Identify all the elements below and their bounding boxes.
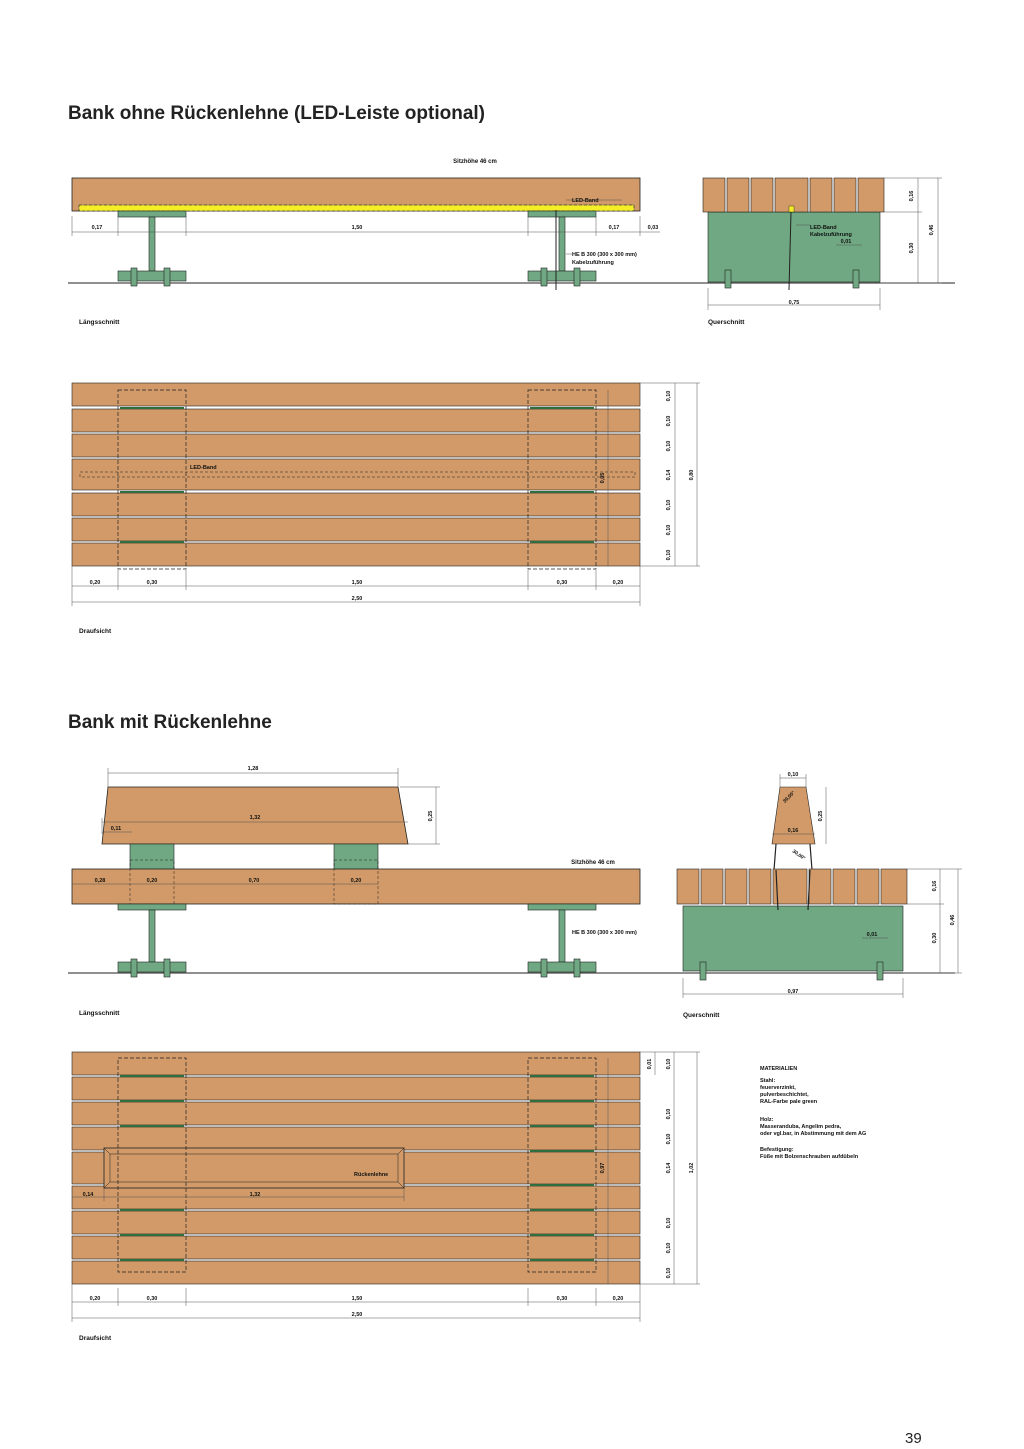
- s2-plan-dim-132: 1,32: [250, 1192, 261, 1198]
- s2-cross-dim-010: 0,10: [788, 772, 799, 778]
- s2-dim-020-a: 0,20: [147, 878, 158, 884]
- s2-cross-dim-025: 0,25: [818, 811, 824, 822]
- s1-cable-label: Kabelzuführung: [572, 260, 614, 266]
- s2-cross-dim-097: 0,97: [788, 989, 799, 995]
- s2-dim-011: 0,11: [111, 826, 121, 832]
- s2-cross-section: [676, 774, 962, 998]
- s2-beam-label: HE B 300 (300 x 300 mm): [572, 930, 637, 936]
- s1-plan-dim-b5: 0,20: [613, 580, 624, 586]
- s2-seat-height: Sitzhöhe 46 cm: [571, 860, 615, 866]
- s2-dim-020-b: 0,20: [351, 878, 362, 884]
- s1-cross-led-label: LED-Band: [810, 225, 837, 231]
- s1-plan-dim-r6: 0,10: [666, 525, 672, 536]
- s1-cross-label: Querschnitt: [708, 319, 745, 326]
- s1-cross-dim-046: 0,46: [929, 225, 935, 236]
- s2-plan-dim-b5: 0,20: [613, 1296, 624, 1302]
- s2-plan-backrest-label: Rückenlehne: [354, 1172, 388, 1178]
- s2-plan-label: Draufsicht: [79, 1335, 112, 1342]
- s2-dim-070: 0,70: [249, 878, 260, 884]
- s2-plan-dim-b1: 0,20: [90, 1296, 101, 1302]
- s2-cross-dim-016-top: 0,16: [788, 828, 799, 834]
- s1-dim-017-right: 0,17: [609, 225, 620, 231]
- s1-cross-dim-075: 0,75: [789, 300, 800, 306]
- s1-plan-dim-b2: 0,30: [147, 580, 158, 586]
- materials-line-6: Holz:: [760, 1117, 774, 1123]
- materials-heading: MATERIALIEN: [760, 1066, 797, 1072]
- s2-plan-dim-097: 0,97: [600, 1163, 606, 1174]
- s1-plan-label: Draufsicht: [79, 628, 112, 635]
- s1-longitudinal-section: [68, 177, 955, 290]
- s1-cross-dim-030: 0,30: [909, 243, 915, 254]
- s2-plan-dim-r3: 0,10: [666, 1134, 672, 1145]
- s2-plan-dim-b4: 0,30: [557, 1296, 568, 1302]
- section-title-bench-without-backrest: Bank ohne Rückenlehne (LED-Leiste option…: [68, 103, 485, 124]
- s1-cross-cable-label: Kabelzuführung: [810, 232, 852, 238]
- s1-plan-dim-r7: 0,10: [666, 550, 672, 561]
- s1-plan-dim-b3: 1,50: [352, 580, 363, 586]
- s2-cross-dim-016: 0,16: [932, 881, 938, 892]
- s1-cross-dim-001: 0,01: [841, 239, 852, 245]
- s2-plan-dim-014: 0,14: [83, 1192, 95, 1198]
- s1-dim-003: 0,03: [648, 225, 659, 231]
- s2-cross-angle-b: 30,00°: [791, 849, 806, 862]
- materials-line-3: pulverbeschichtet,: [760, 1092, 809, 1098]
- s1-plan-led-label: LED-Band: [190, 465, 217, 471]
- materials-line-7: Masseranduba, Angelim pedra,: [760, 1124, 842, 1130]
- materials-line-2: feuerverzinkt,: [760, 1085, 796, 1091]
- s1-plan-dim-r1: 0,10: [666, 391, 672, 402]
- s2-plan-dim-102: 1,02: [689, 1163, 695, 1174]
- s2-plan-dim-250: 2,50: [352, 1312, 363, 1318]
- s1-plan-view: [71, 382, 700, 606]
- s2-dim-025: 0,25: [428, 811, 434, 822]
- s2-cross-dim-001: 0,01: [867, 932, 878, 938]
- s2-cross-dim-030: 0,30: [932, 933, 938, 944]
- materials-line-10: Befestigung:: [760, 1147, 794, 1153]
- s1-dim-017-left: 0,17: [92, 225, 103, 231]
- s1-long-label: Längsschnitt: [79, 319, 120, 326]
- s2-plan-dim-r6: 0,10: [666, 1243, 672, 1254]
- s2-plan-dim-r5: 0,10: [666, 1218, 672, 1229]
- s2-plan-dim-r4: 0,14: [666, 1162, 672, 1174]
- s2-plan-dim-b3: 1,50: [352, 1296, 363, 1302]
- s1-cross-section: [702, 177, 942, 310]
- s2-plan-view: [71, 1051, 700, 1322]
- section-title-bench-with-backrest: Bank mit Rückenlehne: [68, 712, 272, 733]
- materials-line-1: Stahl:: [760, 1078, 775, 1084]
- s1-plan-dim-r3: 0,10: [666, 441, 672, 452]
- s2-long-label: Längsschnitt: [79, 1010, 120, 1017]
- s2-cross-label: Querschnitt: [683, 1012, 720, 1019]
- s2-plan-dim-b2: 0,30: [147, 1296, 158, 1302]
- s2-plan-dim-r7: 0,10: [666, 1268, 672, 1279]
- s2-dim-128: 1,28: [248, 766, 259, 772]
- s1-plan-dim-005: 0,05: [600, 473, 606, 484]
- s1-cross-dim-016: 0,16: [909, 191, 915, 202]
- s1-led-label: LED-Band: [572, 198, 599, 204]
- s1-beam-label: HE B 300 (300 x 300 mm): [572, 252, 637, 258]
- s1-plan-dim-r5: 0,10: [666, 500, 672, 511]
- materials-line-11: Füße mit Bolzenschrauben aufdübeln: [760, 1154, 859, 1160]
- s2-cross-dim-046: 0,46: [950, 915, 956, 926]
- s2-plan-dim-r1: 0,10: [666, 1059, 672, 1070]
- s1-seat-height: Sitzhöhe 46 cm: [453, 159, 497, 165]
- s2-plan-dim-r2: 0,10: [666, 1109, 672, 1120]
- s1-plan-dim-r4: 0,14: [666, 469, 672, 481]
- page-number: 39: [905, 1430, 922, 1447]
- materials-line-4: RAL-Farbe pale green: [760, 1099, 818, 1105]
- s2-plan-dim-001: 0,01: [647, 1059, 653, 1070]
- materials-line-8: oder vgl.bar, in Abstimmung mit dem AG: [760, 1131, 866, 1137]
- s1-plan-dim-b1: 0,20: [90, 580, 101, 586]
- s1-plan-dim-080: 0,80: [689, 470, 695, 481]
- s1-plan-dim-r2: 0,10: [666, 416, 672, 427]
- s1-plan-dim-250: 2,50: [352, 596, 363, 602]
- s2-dim-028: 0,28: [95, 878, 106, 884]
- s1-plan-dim-b4: 0,30: [557, 580, 568, 586]
- s2-dim-132: 1,32: [250, 815, 261, 821]
- s1-dim-150: 1,50: [352, 225, 363, 231]
- s2-longitudinal-section: [68, 768, 955, 978]
